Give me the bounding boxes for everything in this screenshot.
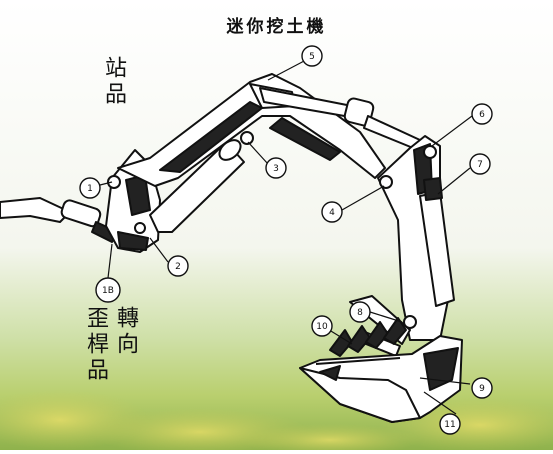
callout-numbers: 1 2 3 4 5 6 7 8 9 10 11 1B	[87, 52, 485, 430]
callout-10	[311, 315, 333, 337]
callout-11	[439, 413, 461, 435]
callout-label-4: 4	[329, 208, 335, 218]
callout-label-1b: 1B	[102, 286, 114, 296]
label-station-part: 站品	[101, 56, 126, 108]
callout-label-6: 6	[479, 110, 485, 120]
arm-cylinder	[259, 87, 421, 151]
bucket-cylinder	[419, 177, 455, 307]
callout-circles	[79, 45, 493, 435]
callout-label-5: 5	[309, 52, 315, 62]
callout-2	[167, 255, 189, 277]
callout-3	[265, 157, 287, 179]
boom-cylinder	[149, 131, 254, 233]
label-turning-col2: 歪桿品	[83, 306, 108, 384]
flower-field	[0, 390, 553, 454]
leader-lines	[95, 59, 473, 415]
callout-1b	[95, 277, 121, 303]
callout-6	[471, 103, 493, 125]
callout-4	[321, 201, 343, 223]
callout-9	[471, 377, 493, 399]
swing-bracket	[105, 149, 161, 253]
callout-label-10: 10	[316, 322, 328, 332]
callout-label-9: 9	[479, 384, 485, 394]
callout-label-2: 2	[175, 262, 181, 272]
callout-label-1: 1	[87, 184, 93, 194]
diagram-title: 迷你挖土機	[226, 17, 327, 37]
bucket	[299, 335, 463, 423]
callout-label-7: 7	[477, 160, 483, 170]
swing-cylinder	[0, 197, 119, 243]
callout-8	[349, 301, 371, 323]
callout-label-3: 3	[273, 164, 279, 174]
label-turning-col1: 轉向	[113, 306, 138, 358]
callout-label-11: 11	[444, 420, 455, 430]
callout-label-8: 8	[357, 308, 363, 318]
callout-1	[79, 177, 101, 199]
callout-5	[301, 45, 323, 67]
callout-7	[469, 153, 491, 175]
excavator-arm	[0, 73, 463, 423]
